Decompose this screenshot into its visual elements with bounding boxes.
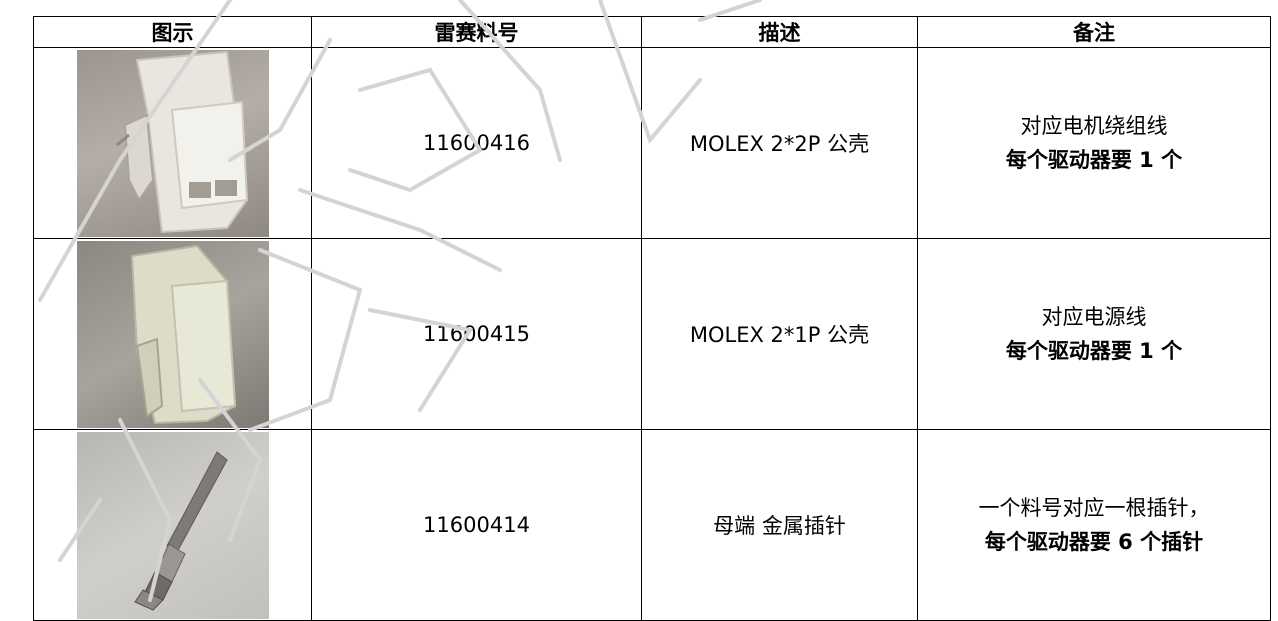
remark-quantity: 每个驱动器要 1 个 (1005, 148, 1183, 172)
header-remark: 备注 (917, 16, 1271, 48)
table-header-row: 图示 雷赛料号 描述 备注 (33, 16, 1271, 48)
description-cell: 母端 金属插针 (641, 429, 918, 621)
molex-2x2p-housing-photo (76, 49, 269, 237)
metal-pin-illustration (133, 450, 228, 611)
metal-pin-photo (76, 431, 269, 619)
header-description: 描述 (641, 16, 918, 48)
remark-cell: 对应电机绕组线 每个驱动器要 1 个 (917, 47, 1271, 239)
connector-2x2-illustration (115, 50, 248, 233)
image-cell (33, 238, 312, 430)
parts-table: 图示 雷赛料号 描述 备注 11600416 (33, 16, 1271, 621)
table-row: 11600416 MOLEX 2*2P 公壳 对应电机绕组线 每个驱动器要 1 … (33, 47, 1271, 239)
connector-2x1-illustration (130, 244, 236, 424)
remark-quantity: 每个驱动器要 1 个 (1005, 339, 1183, 363)
top-cut-text-strip (0, 0, 1278, 16)
remark-quantity: 每个驱动器要 6 个插针 (984, 530, 1204, 554)
header-image: 图示 (33, 16, 312, 48)
image-cell (33, 47, 312, 239)
remark-text: 对应电机绕组线 (1020, 114, 1168, 138)
description-cell: MOLEX 2*1P 公壳 (641, 238, 918, 430)
image-cell (33, 429, 312, 621)
remark-text: 对应电源线 (1041, 305, 1147, 329)
remark-cell: 一个料号对应一根插针， 每个驱动器要 6 个插针 (917, 429, 1271, 621)
remark-text: 一个料号对应一根插针， (978, 496, 1210, 520)
part-number-cell: 11600416 (311, 47, 642, 239)
molex-2x1p-housing-photo (76, 240, 269, 428)
remark-cell: 对应电源线 每个驱动器要 1 个 (917, 238, 1271, 430)
table-row: 11600415 MOLEX 2*1P 公壳 对应电源线 每个驱动器要 1 个 (33, 238, 1271, 430)
header-part-number: 雷赛料号 (311, 16, 642, 48)
description-cell: MOLEX 2*2P 公壳 (641, 47, 918, 239)
part-number-cell: 11600414 (311, 429, 642, 621)
part-number-cell: 11600415 (311, 238, 642, 430)
table-row: 11600414 母端 金属插针 一个料号对应一根插针， 每个驱动器要 6 个插… (33, 429, 1271, 621)
